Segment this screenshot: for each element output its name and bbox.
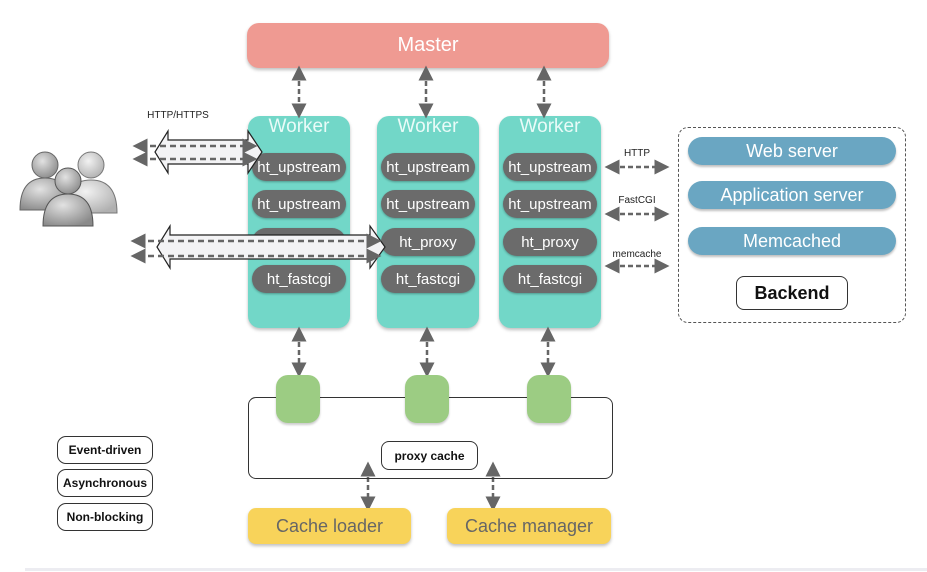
module-pill: ht_upstream — [252, 190, 346, 218]
cache-manager: Cache manager — [447, 508, 611, 544]
client-request-arrow — [132, 128, 263, 176]
application-server: Application server — [688, 181, 896, 209]
cache-store-icon — [276, 375, 320, 423]
module-pill: ht_upstream — [381, 190, 475, 218]
master-process: Master — [247, 23, 609, 68]
client-proxy-arrow — [130, 223, 386, 271]
backend-group: Web server Application server Memcached … — [678, 127, 906, 323]
cache-store-icon — [527, 375, 571, 423]
module-pill: ht_proxy — [381, 228, 475, 256]
module-pill: ht_proxy — [503, 228, 597, 256]
proxy-cache-label: proxy cache — [381, 441, 478, 470]
worker-title: Worker — [519, 116, 581, 137]
trait-asynchronous: Asynchronous — [57, 469, 153, 497]
worker-2: Worker ht_upstream ht_upstream ht_proxy … — [377, 116, 479, 328]
cache-store-icon — [405, 375, 449, 423]
http-https-label: HTTP/HTTPS — [147, 110, 209, 121]
module-pill: ht_fastcgi — [252, 265, 346, 293]
fastcgi-label: FastCGI — [618, 195, 656, 206]
module-pill: ht_upstream — [381, 153, 475, 181]
web-server: Web server — [688, 137, 896, 165]
bottom-divider — [25, 568, 927, 571]
master-label: Master — [397, 34, 459, 56]
module-pill: ht_upstream — [503, 190, 597, 218]
module-pill: ht_upstream — [252, 153, 346, 181]
worker-3: Worker ht_upstream ht_upstream ht_proxy … — [499, 116, 601, 328]
module-pill: ht_fastcgi — [381, 265, 475, 293]
worker-title: Worker — [268, 116, 330, 137]
memcache-label: memcache — [612, 249, 662, 260]
backend-label: Backend — [736, 276, 848, 310]
worker-title: Worker — [397, 116, 459, 137]
trait-event-driven: Event-driven — [57, 436, 153, 464]
module-pill: ht_upstream — [503, 153, 597, 181]
http-label: HTTP — [623, 148, 651, 159]
cache-loader: Cache loader — [248, 508, 411, 544]
trait-non-blocking: Non-blocking — [57, 503, 153, 531]
module-pill: ht_fastcgi — [503, 265, 597, 293]
users-icon — [19, 151, 118, 227]
memcached: Memcached — [688, 227, 896, 255]
